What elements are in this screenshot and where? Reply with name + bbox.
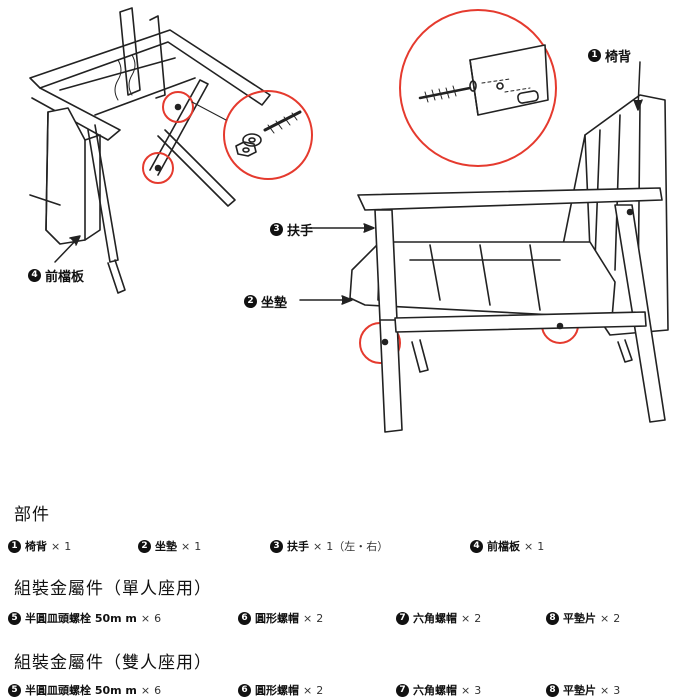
- item-quantity: 1: [64, 539, 72, 553]
- item-quantity: 1: [194, 539, 202, 553]
- bolt-point-highlight: [162, 91, 194, 123]
- times-sign: ×: [140, 611, 151, 625]
- item-quantity: 6: [154, 683, 162, 697]
- item-quantity: 6: [154, 611, 162, 625]
- list-item: 4 前檔板 × 1: [470, 538, 544, 554]
- times-sign: ×: [303, 611, 313, 625]
- hardware-detail-circle: [223, 90, 313, 180]
- times-sign: ×: [600, 611, 610, 625]
- number-badge: 8: [546, 683, 559, 697]
- item-quantity: 2: [613, 611, 621, 625]
- callout-label: 扶手: [287, 224, 314, 239]
- item-label: 平墊片: [563, 612, 596, 625]
- hardware-row: 5 半圓皿頭螺栓 50m m × 6 6 圓形螺帽 × 2 7 六角螺帽 × 3…: [8, 682, 620, 698]
- number-badge: 2: [138, 539, 151, 553]
- item-quantity: 3: [474, 683, 482, 697]
- item-label: 椅背: [25, 540, 47, 553]
- joint-detail-circle: [399, 9, 557, 167]
- single-seat-hardware-heading: 組裝金屬件（單人座用）: [14, 579, 212, 599]
- item-label: 圓形螺帽: [255, 684, 299, 697]
- item-quantity: 1（左・右）: [326, 540, 389, 553]
- item-quantity: 1: [537, 539, 545, 553]
- callout-label: 椅背: [605, 50, 632, 65]
- times-sign: ×: [140, 683, 151, 697]
- list-item: 7 六角螺帽 × 3: [396, 682, 546, 698]
- item-label: 六角螺帽: [413, 612, 457, 625]
- item-label: 平墊片: [563, 684, 596, 697]
- list-item: 3 扶手 × 1（左・右）: [270, 538, 470, 554]
- number-badge: 5: [8, 683, 21, 697]
- times-sign: ×: [313, 539, 323, 553]
- times-sign: ×: [461, 683, 471, 697]
- item-quantity: 2: [316, 611, 324, 625]
- callout-front-panel: 4 前檔板: [28, 266, 84, 285]
- inverted-chair-frame: [29, 7, 271, 294]
- number-badge: 2: [244, 295, 257, 308]
- joint-detail: [418, 44, 549, 116]
- item-label: 扶手: [287, 540, 309, 553]
- number-badge: 6: [238, 683, 251, 697]
- callout-label: 前檔板: [45, 270, 85, 285]
- item-label: 半圓皿頭螺栓 50m m: [25, 612, 137, 625]
- times-sign: ×: [181, 539, 191, 553]
- times-sign: ×: [461, 611, 471, 625]
- number-badge: 4: [28, 269, 41, 282]
- list-item: 5 半圓皿頭螺栓 50m m × 6: [8, 682, 238, 698]
- item-quantity: 2: [316, 683, 324, 697]
- number-badge: 1: [8, 539, 21, 553]
- item-quantity: 3: [613, 683, 621, 697]
- number-badge: 6: [238, 611, 251, 625]
- number-badge: 7: [396, 683, 409, 697]
- list-item: 7 六角螺帽 × 2: [396, 610, 546, 626]
- times-sign: ×: [524, 539, 534, 553]
- parts-row: 1 椅背 × 1 2 坐墊 × 1 3 扶手 × 1（左・右） 4 前檔板 × …: [8, 538, 544, 554]
- item-quantity: 2: [474, 611, 482, 625]
- double-seat-hardware-heading: 組裝金屬件（雙人座用）: [14, 653, 212, 673]
- number-badge: 5: [8, 611, 21, 625]
- list-item: 6 圓形螺帽 × 2: [238, 682, 396, 698]
- list-item: 5 半圓皿頭螺栓 50m m × 6: [8, 610, 238, 626]
- number-badge: 4: [470, 539, 483, 553]
- list-item: 1 椅背 × 1: [8, 538, 138, 554]
- number-badge: 3: [270, 223, 283, 236]
- item-label: 坐墊: [155, 540, 177, 553]
- callout-label: 坐墊: [261, 296, 288, 311]
- list-item: 8 平墊片 × 2: [546, 610, 620, 626]
- assembled-chair: [349, 94, 669, 433]
- list-item: 8 平墊片 × 3: [546, 682, 620, 698]
- list-item: 6 圓形螺帽 × 2: [238, 610, 396, 626]
- hardware-row: 5 半圓皿頭螺栓 50m m × 6 6 圓形螺帽 × 2 7 六角螺帽 × 2…: [8, 610, 620, 626]
- item-label: 圓形螺帽: [255, 612, 299, 625]
- callout-armrest: 3 扶手: [270, 220, 313, 239]
- times-sign: ×: [303, 683, 313, 697]
- number-badge: 7: [396, 611, 409, 625]
- item-label: 半圓皿頭螺栓 50m m: [25, 684, 137, 697]
- times-sign: ×: [51, 539, 61, 553]
- parts-heading: 部件: [14, 505, 50, 525]
- number-badge: 8: [546, 611, 559, 625]
- times-sign: ×: [600, 683, 610, 697]
- item-label: 六角螺帽: [413, 684, 457, 697]
- callout-backrest: 1 椅背: [588, 46, 631, 65]
- number-badge: 1: [588, 49, 601, 62]
- callout-seat-cushion: 2 坐墊: [244, 292, 287, 311]
- number-badge: 3: [270, 539, 283, 553]
- hardware-detail: [235, 110, 302, 157]
- chair-assembly-illustration: [29, 7, 669, 433]
- item-label: 前檔板: [487, 540, 520, 553]
- callout-arrows: [54, 61, 643, 305]
- bolt-point-highlight: [142, 152, 174, 184]
- list-item: 2 坐墊 × 1: [138, 538, 270, 554]
